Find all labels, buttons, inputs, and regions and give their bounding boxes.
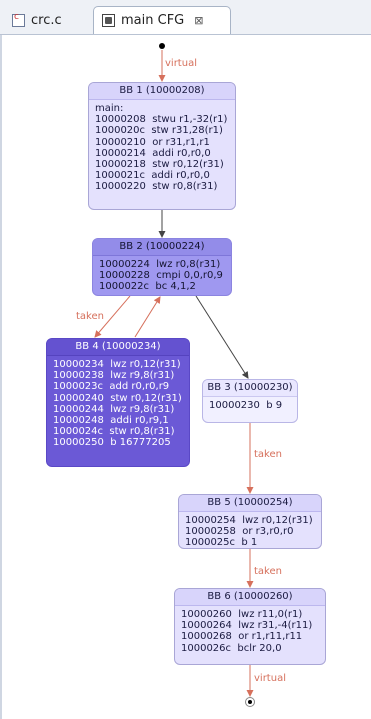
- entry-node: [159, 43, 165, 49]
- edge-bb2-bb3: [195, 295, 249, 379]
- block-code: 10000260 lwz r11,0(r1) 10000264 lwz r31,…: [181, 609, 313, 654]
- c-file-icon: c: [12, 12, 25, 27]
- edge-bb2-bb4: [94, 295, 131, 338]
- edge-label-taken: taken: [254, 566, 282, 577]
- block-title: BB 4 (10000234): [47, 339, 189, 356]
- block-code: 10000224 lwz r0,8(r31) 10000228 cmpi 0,0…: [99, 259, 223, 293]
- edge-label-taken: taken: [254, 449, 282, 460]
- basic-block-bb5[interactable]: BB 5 (10000254) 10000254 lwz r0,12(r31) …: [178, 494, 322, 549]
- exit-node: [245, 697, 255, 707]
- block-code: main: 10000208 stwu r1,-32(r1) 1000020c …: [95, 103, 228, 193]
- block-title: BB 1 (10000208): [89, 83, 235, 100]
- tab-main-cfg[interactable]: main CFG ⊠: [93, 6, 231, 34]
- edge-label-virtual: virtual: [254, 673, 286, 684]
- edge-label-virtual: virtual: [165, 58, 197, 69]
- tab-crc-c[interactable]: c crc.c: [2, 6, 84, 34]
- canvas-border: [0, 35, 2, 719]
- basic-block-bb6[interactable]: BB 6 (10000260) 10000260 lwz r11,0(r1) 1…: [174, 588, 326, 665]
- block-code: 10000230 b 9: [209, 400, 283, 411]
- edge-bb4-bb2: [134, 296, 161, 338]
- basic-block-bb2[interactable]: BB 2 (10000224) 10000224 lwz r0,8(r31) 1…: [92, 238, 232, 296]
- basic-block-bb4[interactable]: BB 4 (10000234) 10000234 lwz r0,12(r31) …: [46, 338, 190, 467]
- close-icon[interactable]: ⊠: [194, 14, 204, 27]
- basic-block-bb3[interactable]: BB 3 (10000230) 10000230 b 9: [202, 379, 298, 423]
- cfg-icon: [102, 14, 115, 27]
- block-title: BB 5 (10000254): [179, 495, 321, 512]
- editor-tab-bar: c crc.c main CFG ⊠: [0, 0, 371, 35]
- block-title: BB 6 (10000260): [175, 589, 325, 606]
- tab-label: main CFG: [121, 13, 185, 28]
- block-code: 10000254 lwz r0,12(r31) 10000258 or r3,r…: [185, 515, 313, 549]
- block-code: 10000234 lwz r0,12(r31) 10000238 lwz r9,…: [53, 359, 182, 449]
- tab-label: crc.c: [31, 12, 62, 28]
- basic-block-bb1[interactable]: BB 1 (10000208) main: 10000208 stwu r1,-…: [88, 82, 236, 210]
- block-title: BB 2 (10000224): [93, 239, 231, 256]
- block-title: BB 3 (10000230): [203, 380, 297, 397]
- edge-label-taken: taken: [76, 311, 104, 322]
